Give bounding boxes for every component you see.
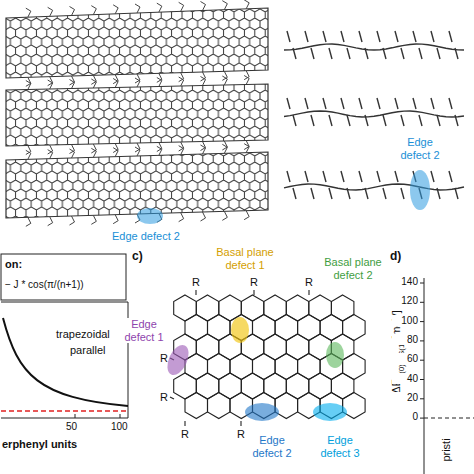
r-group: R xyxy=(305,276,313,289)
chart-b xyxy=(1,254,128,418)
tick-label: 60 xyxy=(392,353,418,365)
defect-label: Edge defect 1 xyxy=(118,318,170,343)
defect-label: Edge defect 2 xyxy=(112,230,180,243)
defect-label: Basal plane defect 2 xyxy=(324,256,382,281)
nanoribbon-side-views xyxy=(284,31,464,199)
defect-label: Basal plane defect 1 xyxy=(214,246,276,271)
tick-label: 40 xyxy=(392,373,418,385)
defect-label: Edge defect 2 xyxy=(392,136,448,161)
tick-label: 80 xyxy=(392,334,418,346)
tick-label: 140 xyxy=(392,276,418,288)
edge-defect-highlight xyxy=(410,170,430,210)
edge-defect-highlight xyxy=(137,208,163,224)
equation-heading: on: xyxy=(5,258,22,271)
panel-letter: d) xyxy=(390,250,401,264)
tick-label: 20 xyxy=(392,392,418,404)
legend-text: trapezoidal xyxy=(56,328,110,341)
panel-letter: c) xyxy=(132,250,143,264)
r-group: R xyxy=(192,276,200,289)
r-group: R xyxy=(181,428,189,441)
tick-label: 100 xyxy=(111,421,128,433)
category-label: pristi xyxy=(440,438,453,461)
r-group: R xyxy=(250,276,258,289)
chart-d xyxy=(420,278,474,474)
tick-label: 100 xyxy=(392,315,418,327)
molecular-structure xyxy=(170,290,365,426)
r-group: R xyxy=(160,352,168,365)
axis-title: erphenyl units xyxy=(2,438,77,451)
equation: − J * cos(π/(n+1)) xyxy=(5,279,84,291)
defect-highlights xyxy=(163,317,347,421)
nanoribbon-top-views xyxy=(0,0,280,230)
legend-text: parallel xyxy=(70,344,105,357)
tick-label: 0 xyxy=(392,411,418,423)
tick-label: 50 xyxy=(66,421,77,433)
defect-label: Edge defect 3 xyxy=(316,434,364,459)
r-group: R xyxy=(160,391,168,404)
r-group: R xyxy=(237,428,245,441)
defect-label: Edge defect 2 xyxy=(248,434,296,459)
tick-label: 120 xyxy=(392,295,418,307)
